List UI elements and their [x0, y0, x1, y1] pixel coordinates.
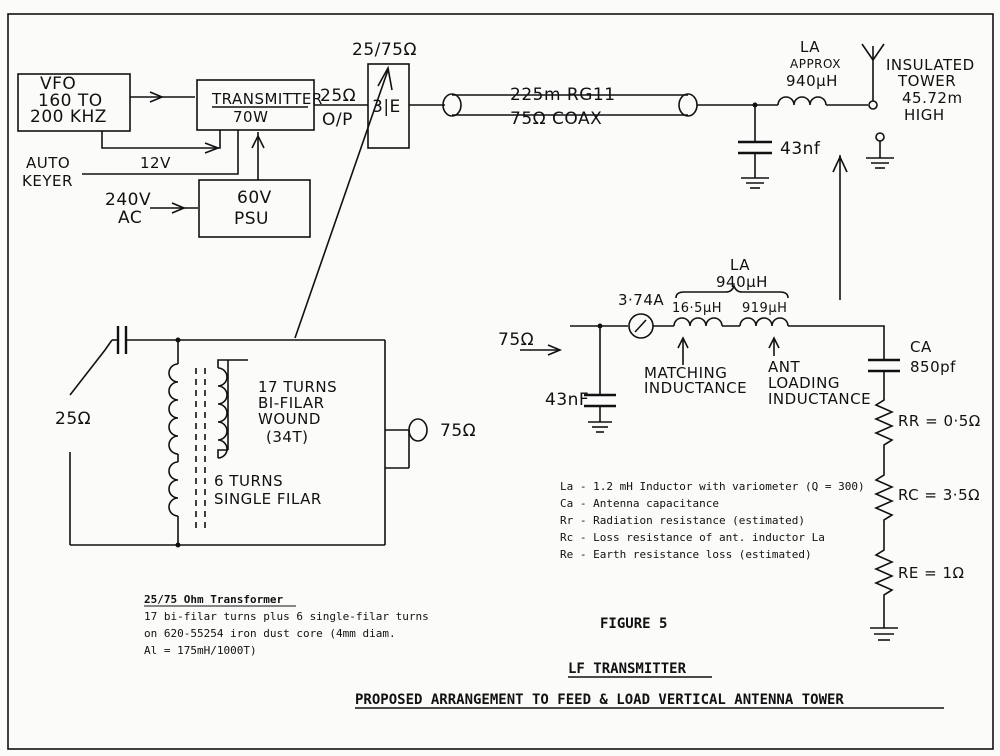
psu-block: 60V PSU: [198, 179, 311, 238]
ammeter-icon: 3·74A: [618, 291, 664, 339]
vfo-arrow: [149, 91, 165, 103]
svg-text:INDUCTANCE: INDUCTANCE: [644, 379, 747, 397]
svg-text:INDUCTANCE: INDUCTANCE: [768, 390, 871, 408]
loading-input-label: 75Ω: [498, 330, 534, 350]
matching-inductor: [673, 317, 723, 327]
vfo-block: VFO 160 TO 200 KHZ: [17, 73, 131, 132]
svg-text:PSU: PSU: [234, 209, 269, 229]
svg-text:850pf: 850pf: [910, 358, 956, 376]
svg-text:TRANSMITTER: TRANSMITTER: [211, 90, 323, 108]
tower-ground-icon: [866, 132, 894, 169]
ammeter-label: 3·74A: [618, 291, 664, 309]
svg-text:on 620-55254 iron dust core (4: on 620-55254 iron dust core (4mm diam.: [144, 627, 396, 640]
supply-12v-line: [101, 130, 221, 149]
svg-text:INSULATED: INSULATED: [886, 56, 975, 74]
shunt-capacitor: 43nF: [545, 326, 616, 433]
auto-keyer-label: AUTO: [26, 154, 70, 172]
svg-text:LOADING: LOADING: [768, 374, 840, 392]
svg-text:Ca - Antenna capacitance: Ca - Antenna capacitance: [560, 497, 719, 510]
figure-subtitle: PROPOSED ARRANGEMENT TO FEED & LOAD VERT…: [355, 692, 844, 708]
detail-input-label: 25Ω: [55, 409, 91, 429]
antenna-capacitance: CA 850pf: [868, 338, 956, 395]
svg-text:BI-FILAR: BI-FILAR: [258, 394, 325, 412]
svg-text:WOUND: WOUND: [258, 410, 321, 428]
tower-label: INSULATED TOWER 45.72m HIGH: [886, 56, 975, 124]
svg-text:60V: 60V: [237, 188, 272, 208]
legend: La - 1.2 mH Inductor with variometer (Q …: [560, 480, 865, 561]
svg-text:SINGLE FILAR: SINGLE FILAR: [214, 490, 322, 508]
svg-text:VFO: VFO: [40, 74, 76, 94]
svg-text:KEYER: KEYER: [22, 172, 73, 190]
loss-resistor: RC = 3·5Ω: [874, 470, 980, 545]
svg-text:(34T): (34T): [266, 428, 308, 446]
detail-output-label: 75Ω: [440, 421, 476, 441]
output-label: O/P: [322, 110, 353, 130]
top-capacitor: 43nf: [738, 102, 821, 189]
bifilar-label: 17 TURNS: [258, 378, 337, 396]
page-frame: [7, 13, 994, 750]
svg-text:Rr - Radiation resistance (e: Rr - Radiation resistance (estimated): [560, 514, 805, 527]
figure-label: FIGURE 5: [600, 616, 667, 632]
svg-text:RE = 1Ω: RE = 1Ω: [898, 564, 965, 582]
ant-loading-inductance-label: ANT LOADING INDUCTANCE: [768, 336, 871, 408]
svg-text:16·5μH: 16·5μH: [672, 301, 722, 316]
transformer-detail: 25Ω 17 TURNS BI-FILAR WOUND (34T) 6 TURN…: [55, 326, 476, 548]
svg-text:200 KHZ: 200 KHZ: [30, 107, 107, 127]
transformer-ratio-label: 25/75Ω: [352, 40, 417, 60]
single-filar-label: 6 TURNS: [214, 472, 283, 490]
svg-text:160 TO: 160 TO: [38, 91, 103, 111]
svg-text:CA: CA: [910, 338, 932, 356]
top-la-label: LA: [800, 38, 820, 56]
loading-la-label: LA 940μH 16·5μH 919μH: [672, 256, 789, 316]
svg-text:25/75 Ohm Transformer: 25/75 Ohm Transformer: [144, 593, 283, 606]
svg-text:TOWER: TOWER: [897, 72, 956, 90]
coax-length-label: 225m RG11: [510, 85, 616, 105]
svg-text:70W: 70W: [233, 108, 268, 126]
svg-text:MATCHING: MATCHING: [644, 364, 727, 382]
matching-inductance-label: MATCHING INDUCTANCE: [644, 336, 747, 397]
transformer-note: 25/75 Ohm Transformer 17 bi-filar turns …: [144, 593, 429, 657]
top-cap-value: 43nf: [780, 139, 821, 159]
svg-text:919μH: 919μH: [742, 301, 787, 316]
svg-text:45.72m: 45.72m: [902, 89, 963, 107]
coax-cable: 225m RG11 75Ω COAX: [442, 85, 698, 129]
svg-text:RC = 3·5Ω: RC = 3·5Ω: [898, 486, 980, 504]
earth-resistor: RE = 1Ω: [874, 545, 965, 628]
svg-text:RR = 0·5Ω: RR = 0·5Ω: [898, 412, 981, 430]
detail-pointer-arrow: [294, 69, 389, 339]
top-inductor: LA APPROX 940μH: [777, 38, 841, 106]
svg-text:Al = 175mH/1000T): Al = 175mH/1000T): [144, 644, 257, 657]
svg-text:HIGH: HIGH: [904, 106, 945, 124]
svg-text:LA: LA: [730, 256, 750, 274]
transmitter-block: TRANSMITTER 70W: [196, 79, 323, 131]
svg-text:La - 1.2 mH Inductor with va: La - 1.2 mH Inductor with variometer (Q …: [560, 480, 865, 493]
loading-inductor: [739, 317, 789, 327]
svg-text:ANT: ANT: [768, 358, 800, 376]
antenna-icon: [861, 43, 885, 110]
svg-text:Rc - Loss resistance of ant.: Rc - Loss resistance of ant. inductor La: [560, 531, 825, 544]
svg-text:AC: AC: [118, 208, 142, 228]
transformer-symbol: 3|E: [372, 97, 401, 117]
radiation-resistor: RR = 0·5Ω: [874, 395, 981, 470]
svg-text:940μH: 940μH: [716, 273, 768, 291]
svg-text:APPROX: APPROX: [790, 57, 841, 71]
coax-type-label: 75Ω COAX: [510, 109, 602, 129]
supply-12v-label: 12V: [140, 154, 171, 172]
svg-text:17 bi-filar turns plus 6 singl: 17 bi-filar turns plus 6 single-filar tu…: [144, 610, 429, 623]
svg-text:Re - Earth resistance loss (: Re - Earth resistance loss (estimated): [560, 548, 812, 561]
mains-label: 240V: [105, 190, 151, 210]
figure-title: LF TRANSMITTER: [568, 661, 687, 677]
output-impedance-label: 25Ω: [320, 86, 356, 106]
ground-icon: [870, 627, 898, 641]
shunt-cap-value: 43nF: [545, 390, 589, 410]
transformer-box: 25/75Ω 3|E: [352, 40, 417, 149]
top-la-value: 940μH: [786, 72, 838, 90]
keyer-line: [82, 130, 239, 175]
